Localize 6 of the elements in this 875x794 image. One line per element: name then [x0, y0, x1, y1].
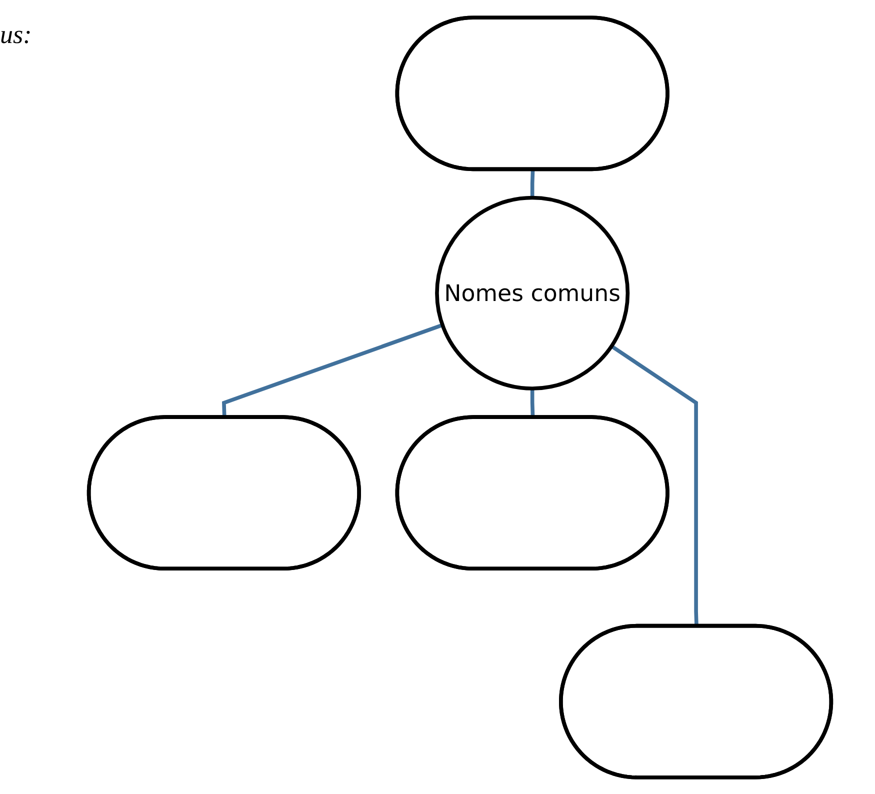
- connector: [222, 323, 444, 418]
- connector: [530, 388, 535, 418]
- node-circle: Nomes comuns: [435, 196, 630, 390]
- connector: [610, 344, 698, 626]
- connector: [530, 170, 535, 198]
- note-text: us:: [0, 20, 32, 50]
